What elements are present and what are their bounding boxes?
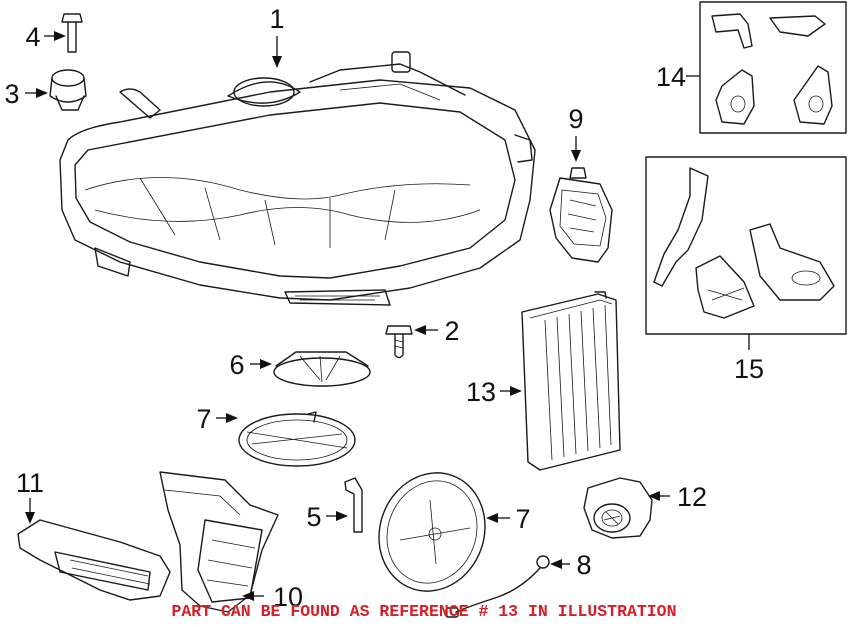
leader-lines: [25, 31, 750, 601]
wire-part-8: [445, 555, 550, 618]
callout-2: 2: [444, 316, 459, 346]
callout-4: 4: [25, 22, 40, 52]
cover-part-7a: [238, 411, 356, 467]
clip-part-3: [49, 69, 87, 111]
callout-6: 6: [229, 350, 244, 380]
screw-part-2: [385, 325, 413, 359]
callout-1: 1: [269, 4, 284, 34]
cover-part-7b: [378, 472, 486, 592]
bracket-set-part-14: [699, 1, 847, 134]
callout-12: 12: [677, 482, 707, 512]
bezel-part-10: [159, 471, 279, 613]
callout-8: 8: [576, 550, 591, 580]
callout-15: 15: [734, 354, 764, 384]
headlight-assembly: [59, 51, 536, 306]
bracket-set-part-15: [645, 156, 847, 335]
control-unit-part-13: [521, 291, 621, 471]
callout-labels: 1 2 3 4 5 6 7 7 8 9 10 11 12 13 14 15: [4, 4, 764, 612]
module-part-9: [549, 167, 613, 263]
cover-part-6: [273, 351, 371, 387]
callout-7a: 7: [196, 404, 211, 434]
callout-5: 5: [306, 502, 321, 532]
callout-7b: 7: [515, 504, 530, 534]
callout-10: 10: [273, 582, 303, 612]
bolt-part-4: [61, 13, 83, 53]
bracket-part-5: [344, 477, 363, 533]
vent-part-11: [17, 519, 171, 601]
reference-note: PART CAN BE FOUND AS REFERENCE # 13 IN I…: [172, 602, 677, 621]
callout-14: 14: [656, 62, 686, 92]
callout-3: 3: [4, 79, 19, 109]
callout-11: 11: [16, 468, 44, 498]
callout-9: 9: [568, 104, 583, 134]
callout-13: 13: [466, 377, 496, 407]
fan-part-12: [583, 477, 653, 539]
